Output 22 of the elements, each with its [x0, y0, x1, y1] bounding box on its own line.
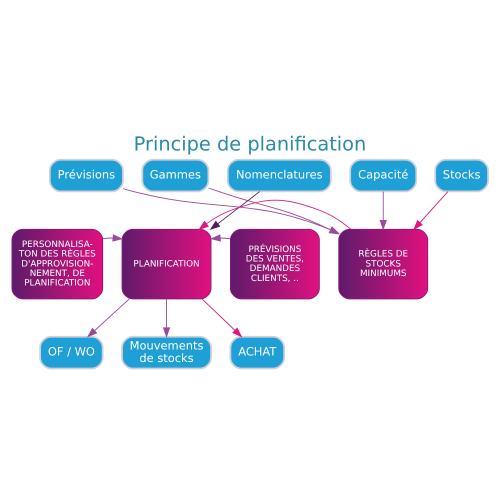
node-box: PLANIFICATION	[122, 228, 212, 300]
arrow	[380, 191, 387, 231]
arrow	[413, 191, 448, 230]
node-box: Gammes	[141, 158, 210, 192]
arrow	[162, 298, 170, 338]
node-box: PERSONNALISA- TON DES RÈGLES D'APPROVISION- NEMENT, DE PLANIFICATION	[12, 228, 104, 300]
node-box: ACHAT	[230, 336, 286, 370]
node-box: PRÉVISIONS DES VENTES, DEMANDES CLIENTS, ..	[230, 228, 320, 300]
node-box: OF / WO	[39, 336, 104, 370]
node-box: Nomenclatures	[226, 158, 332, 192]
arrow	[210, 234, 231, 242]
arrow	[102, 234, 124, 242]
node-box: Prévisions	[48, 158, 124, 192]
node-box: Mouvements de stocks	[121, 336, 212, 370]
node-box: Stocks	[434, 158, 489, 192]
arrow	[202, 298, 242, 338]
node-box: RÈGLES DE STOCKS MINIMUMS	[338, 228, 428, 300]
node-box: Capacité	[349, 158, 418, 192]
arrow	[198, 200, 352, 230]
arrow	[210, 191, 260, 230]
arrow	[87, 298, 130, 338]
diagram-title: Principe de planification	[134, 132, 366, 156]
